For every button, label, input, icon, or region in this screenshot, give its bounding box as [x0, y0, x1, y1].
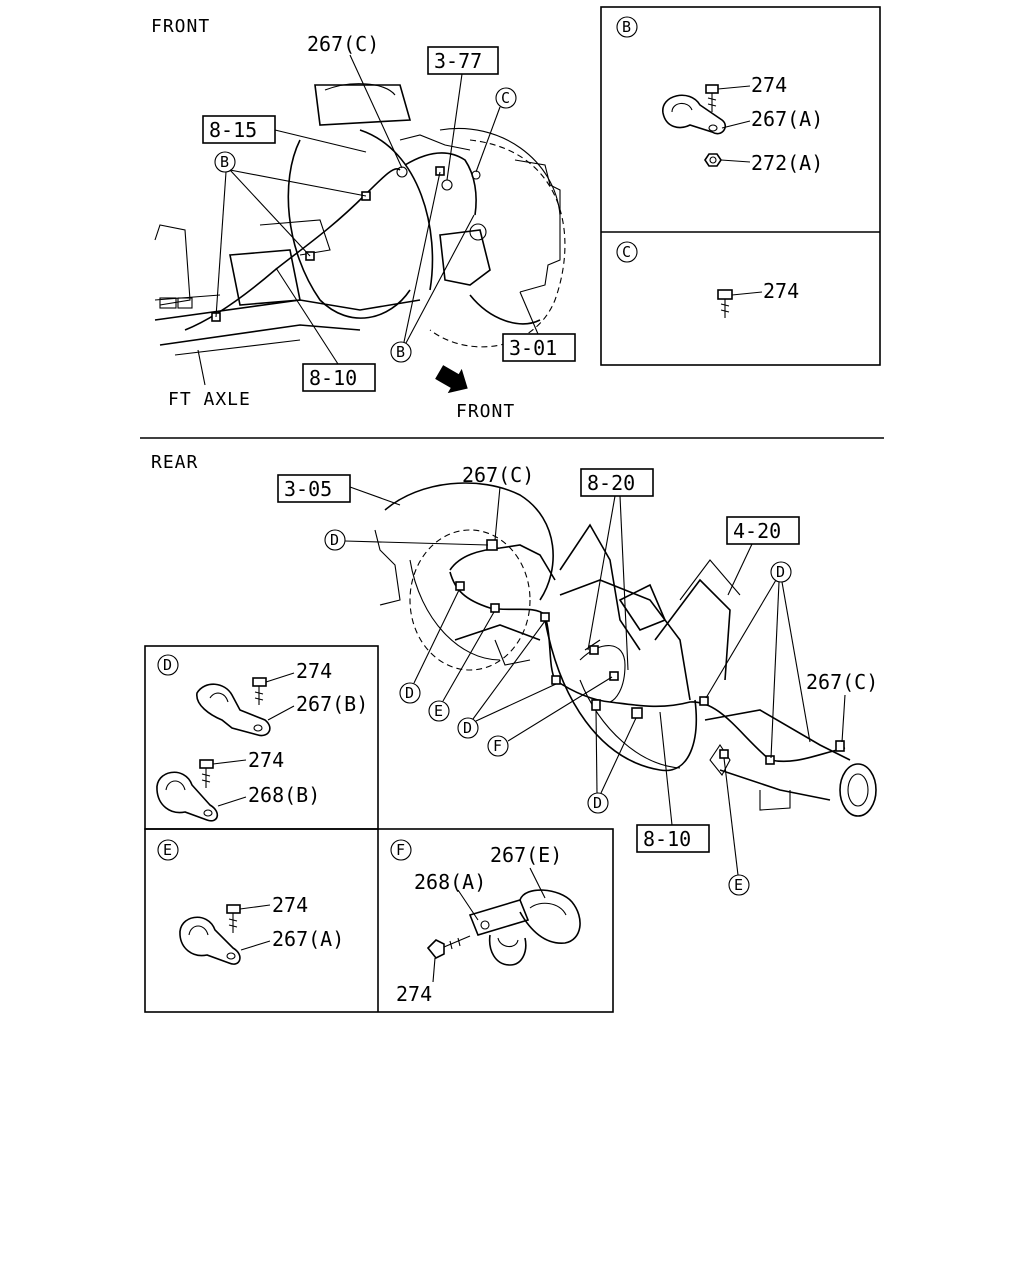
rear-callout-d5: D [593, 794, 602, 812]
rear-section-title: REAR [151, 452, 198, 473]
bolt-274-icon [426, 939, 445, 960]
front-ref-8-10: 8-10 [309, 366, 357, 390]
bolt-274-icon [252, 677, 267, 687]
rear-ref-3-05: 3-05 [284, 477, 332, 501]
ref-box-8-10-rear [636, 824, 710, 853]
detail-b-part-267a: 267(A) [751, 107, 823, 131]
front-callout-c: C [501, 89, 510, 107]
rear-part-267c-right: 267(C) [806, 670, 878, 694]
detail-d-part-267b: 267(B) [296, 692, 368, 716]
detail-e-title: E [163, 841, 172, 859]
detail-d: D 274 267(B) 274 268(B) [156, 654, 368, 822]
rear-callout-e1: E [434, 702, 443, 720]
detail-ef-frame [144, 828, 614, 1013]
rear-callout-d1: D [330, 531, 339, 549]
front-ref-8-15: 8-15 [209, 118, 257, 142]
detail-e: E 274 267(A) [157, 839, 344, 965]
detail-f-part-274: 274 [396, 982, 432, 1006]
detail-f-part-267e: 267(E) [490, 843, 562, 867]
front-section-title: FRONT [151, 16, 210, 37]
detail-d-title: D [163, 656, 172, 674]
rear-ref-4-20: 4-20 [733, 519, 781, 543]
detail-b-part-274: 274 [751, 73, 787, 97]
ref-box-3-01 [502, 333, 576, 362]
front-ref-3-01: 3-01 [509, 336, 557, 360]
rear-callout-d2: D [776, 563, 785, 581]
detail-f-part-268a: 268(A) [414, 870, 486, 894]
detail-b-part-272a: 272(A) [751, 151, 823, 175]
front-callout-b-bottom: B [396, 343, 405, 361]
detail-e-part-274: 274 [272, 893, 308, 917]
ref-box-8-10-front [302, 363, 376, 392]
bolt-274-icon [717, 289, 733, 300]
rear-callout-e2: E [734, 876, 743, 894]
ref-box-3-05 [277, 474, 351, 503]
rear-callout-d3-left: D [405, 684, 414, 702]
detail-c-part-274: 274 [763, 279, 799, 303]
nut-272a-icon [704, 153, 722, 167]
ref-box-8-15 [202, 115, 276, 144]
front-arrow-label: FRONT [456, 401, 515, 422]
front-labels: 267(C) 3-77 8-15 C B B 8-10 3-01 FT AXLE… [168, 32, 576, 422]
rear-ref-8-10: 8-10 [643, 827, 691, 851]
front-part-267c-label: 267(C) [307, 32, 379, 56]
front-callout-b-top: B [220, 153, 229, 171]
ref-box-8-20 [580, 468, 654, 497]
ft-axle-label: FT AXLE [168, 389, 251, 410]
rear-labels: 3-05 267(C) 8-20 4-20 267(C) 8-10 D D D … [277, 463, 878, 896]
rear-callout-f: F [493, 737, 502, 755]
detail-d-part-268b: 268(B) [248, 783, 320, 807]
front-direction-arrow-icon [435, 365, 468, 394]
bolt-274-icon [226, 904, 241, 914]
ref-box-3-77 [427, 46, 499, 75]
detail-b-title: B [622, 18, 631, 36]
detail-b: B 274 267(A) 272(A) [616, 16, 823, 175]
ref-box-4-20 [726, 516, 800, 545]
detail-c: C 274 [616, 241, 799, 318]
bolt-274-icon [199, 759, 214, 769]
rear-part-267c-top: 267(C) [462, 463, 534, 487]
detail-f-title: F [396, 841, 405, 859]
detail-e-part-267a: 267(A) [272, 927, 344, 951]
detail-c-title: C [622, 243, 631, 261]
rear-ref-8-20: 8-20 [587, 471, 635, 495]
detail-bc-frame [600, 6, 881, 366]
rear-axle-drawing [374, 482, 877, 817]
bolt-274-icon [705, 84, 719, 94]
detail-d-part-274-a: 274 [296, 659, 332, 683]
front-ref-3-77: 3-77 [434, 49, 482, 73]
detail-d-part-274-b: 274 [248, 748, 284, 772]
detail-f: F 267(E) 268(A) 274 [390, 839, 581, 1006]
rear-callout-d4: D [463, 719, 472, 737]
front-axle-drawing [154, 83, 566, 356]
